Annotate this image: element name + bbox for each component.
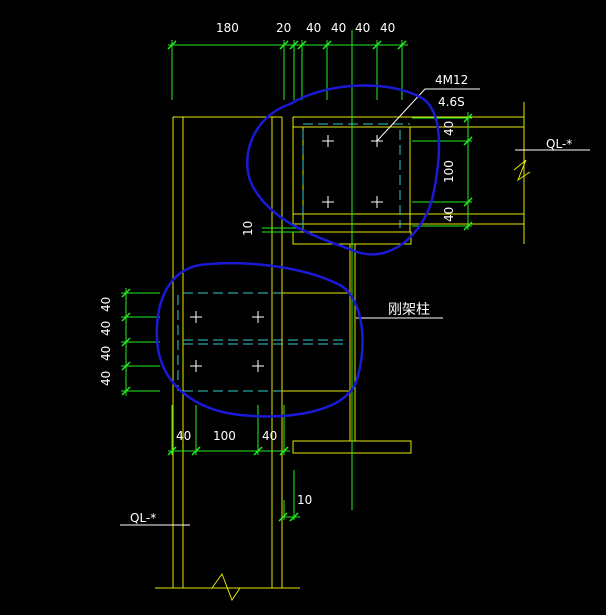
- bottom-dim-40-right: 40: [262, 429, 277, 443]
- right-dim-100: 100: [442, 160, 456, 183]
- dimension-text: 180 20 40 40 40 40 40 100 40 40 40 40 40…: [99, 21, 456, 507]
- top-dim-40-b: 40: [331, 21, 346, 35]
- bolt-icon: [190, 360, 202, 372]
- bolt-icon: [322, 135, 334, 147]
- bolt-group-lower: [190, 311, 264, 372]
- bolt-icon: [190, 311, 202, 323]
- right-beam-break-symbol: [513, 159, 531, 182]
- bolt-icon: [252, 360, 264, 372]
- markup-circle-upper: [246, 84, 441, 256]
- left-dim-40-2: 40: [99, 321, 113, 336]
- left-dim-40-3: 40: [99, 346, 113, 361]
- beam-ref-left-label: QL-*: [130, 511, 156, 525]
- markup-circle-lower: [155, 261, 364, 418]
- top-dim-40-d: 40: [380, 21, 395, 35]
- annotation-text: 4M12 4.6S QL-* 刚架柱 QL-*: [130, 73, 572, 525]
- top-dim-40-c: 40: [355, 21, 370, 35]
- gap-dim-bottom: 10: [297, 493, 312, 507]
- beam-ref-right-label: QL-*: [546, 137, 572, 151]
- structure-lines: [155, 102, 531, 602]
- right-dim-40-top: 40: [442, 121, 456, 136]
- bolt-spec-label: 4M12: [435, 73, 468, 87]
- left-beam-break-symbol: [211, 572, 241, 602]
- bottom-dim-40-left: 40: [176, 429, 191, 443]
- hidden-lines: [177, 123, 410, 392]
- review-markup: [155, 84, 441, 418]
- bolt-grade-label: 4.6S: [438, 95, 465, 109]
- bottom-dim-100: 100: [213, 429, 236, 443]
- right-dim-40-bottom: 40: [442, 207, 456, 222]
- left-dim-40-4: 40: [99, 371, 113, 386]
- bolt-icon: [322, 196, 334, 208]
- bolt-leader: [376, 88, 480, 142]
- top-dim-20: 20: [276, 21, 291, 35]
- leader-lines: [120, 88, 590, 526]
- bolt-icon: [252, 311, 264, 323]
- top-dim-180: 180: [216, 21, 239, 35]
- gap-dim-top: 10: [241, 221, 255, 236]
- column-label: 刚架柱: [388, 302, 430, 318]
- bolt-icon: [371, 196, 383, 208]
- top-dim-40-a: 40: [306, 21, 321, 35]
- left-dim-40-1: 40: [99, 297, 113, 312]
